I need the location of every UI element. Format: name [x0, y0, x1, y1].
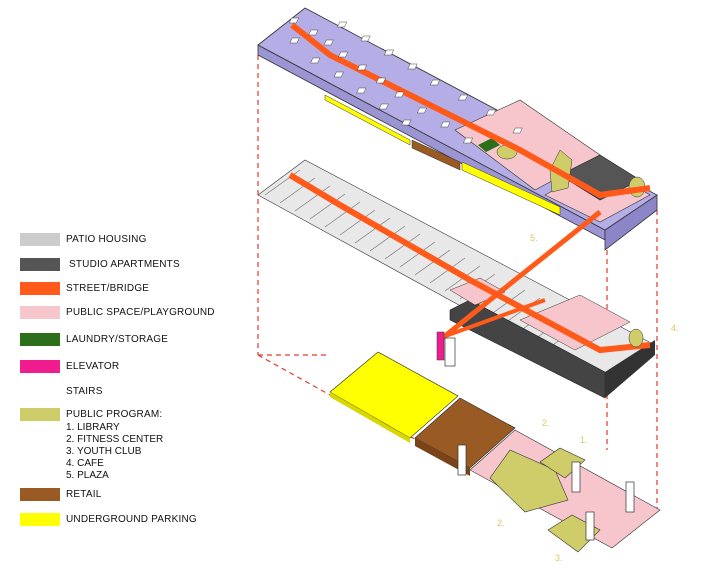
- roof-patio-units: [288, 17, 523, 144]
- ground-parking-side: [330, 392, 410, 443]
- housing-street: [288, 172, 651, 354]
- label-2-bottom: 2.: [497, 518, 505, 528]
- roof-underside-parking: [324, 94, 411, 146]
- ground-level: [329, 351, 661, 553]
- roof-laundry: [478, 138, 500, 152]
- housing-public-space: [519, 294, 631, 351]
- housing-studios-end: [605, 340, 655, 398]
- label-4: 4.: [671, 323, 679, 333]
- housing-bridge-2: [439, 298, 546, 340]
- housing-elevator: [436, 331, 445, 361]
- roof-underside-parking-2: [461, 161, 561, 216]
- label-5: 5.: [530, 233, 538, 243]
- roof-underside-retail: [411, 139, 461, 171]
- roof-street: [290, 22, 651, 199]
- ground-retail-side: [415, 438, 470, 476]
- label-3: 3.: [555, 553, 563, 563]
- roof-level: [257, 7, 658, 251]
- housing-stair-core: [444, 337, 456, 367]
- housing-program: [628, 328, 644, 348]
- ground-stair-3: [585, 511, 595, 541]
- ground-parking: [329, 351, 459, 439]
- label-1: 1.: [580, 435, 588, 445]
- label-2-top: 2.: [542, 418, 550, 428]
- housing-level: [257, 159, 656, 399]
- ground-program-fitness: [489, 449, 569, 513]
- ground-stair-2: [571, 461, 581, 493]
- ground-stair-1: [457, 444, 467, 476]
- ground-stair-4: [625, 481, 635, 513]
- ground-program-library: [539, 447, 586, 479]
- housing-bridge: [438, 210, 602, 342]
